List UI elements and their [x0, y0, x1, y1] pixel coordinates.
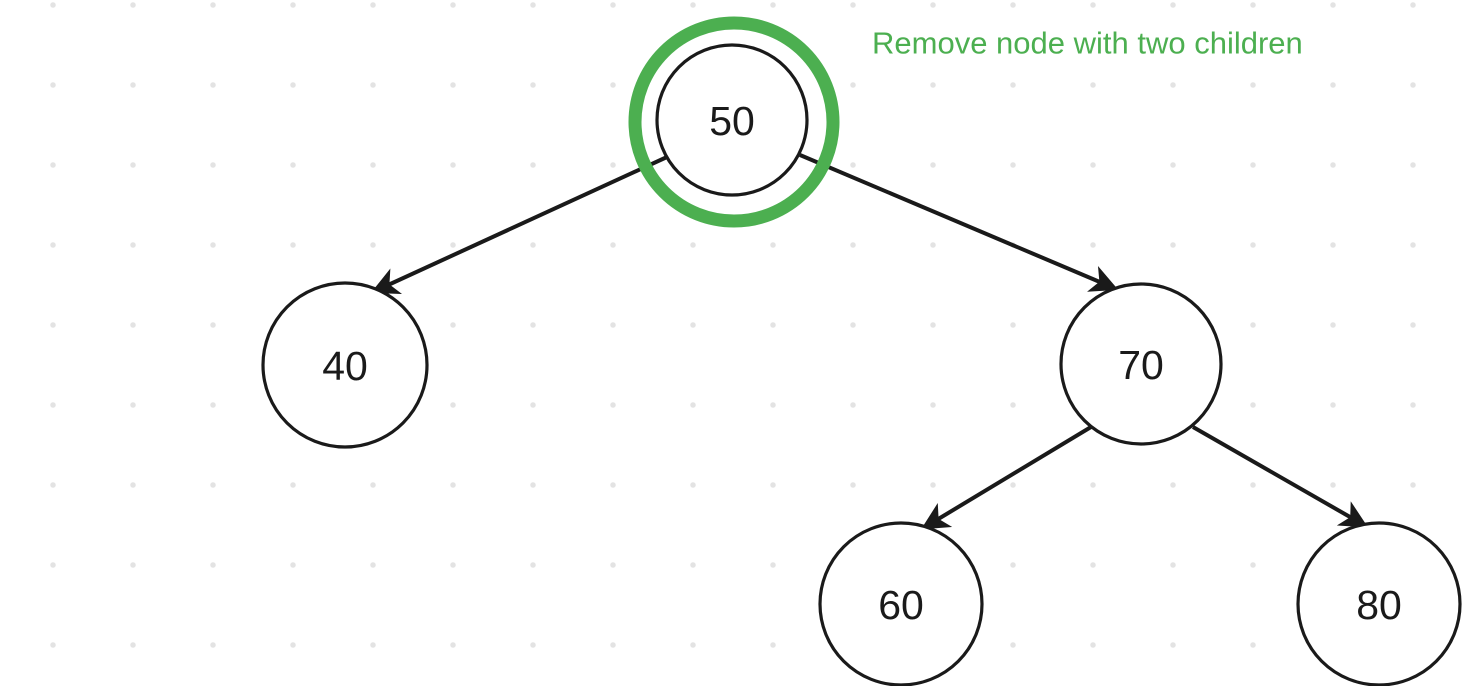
- selection-highlight-ring: [628, 16, 840, 228]
- tree-node-80[interactable]: 80: [1296, 521, 1462, 686]
- node-circle[interactable]: [1296, 521, 1462, 686]
- node-circle[interactable]: [818, 521, 984, 686]
- nodes-group: 50 40 70 60 80: [261, 43, 1462, 686]
- tree-node-50[interactable]: 50: [655, 43, 809, 197]
- edge-50-to-70: [799, 153, 1119, 292]
- node-circle[interactable]: [1059, 282, 1223, 446]
- edge-50-to-40: [370, 155, 668, 294]
- tree-node-40[interactable]: 40: [261, 281, 429, 449]
- node-label: 60: [878, 582, 924, 628]
- annotation-label: Remove node with two children: [872, 26, 1303, 61]
- edge-70-to-60: [921, 425, 1093, 530]
- node-label: 40: [322, 343, 368, 389]
- node-label: 80: [1356, 582, 1402, 628]
- node-label: 70: [1118, 342, 1164, 388]
- tree-node-70[interactable]: 70: [1059, 282, 1223, 446]
- node-circle[interactable]: [261, 281, 429, 449]
- edge-70-to-80: [1192, 425, 1369, 528]
- node-label: 50: [709, 98, 755, 144]
- tree-node-60[interactable]: 60: [818, 521, 984, 686]
- node-circle[interactable]: [655, 43, 809, 197]
- edges-group: [370, 153, 1369, 530]
